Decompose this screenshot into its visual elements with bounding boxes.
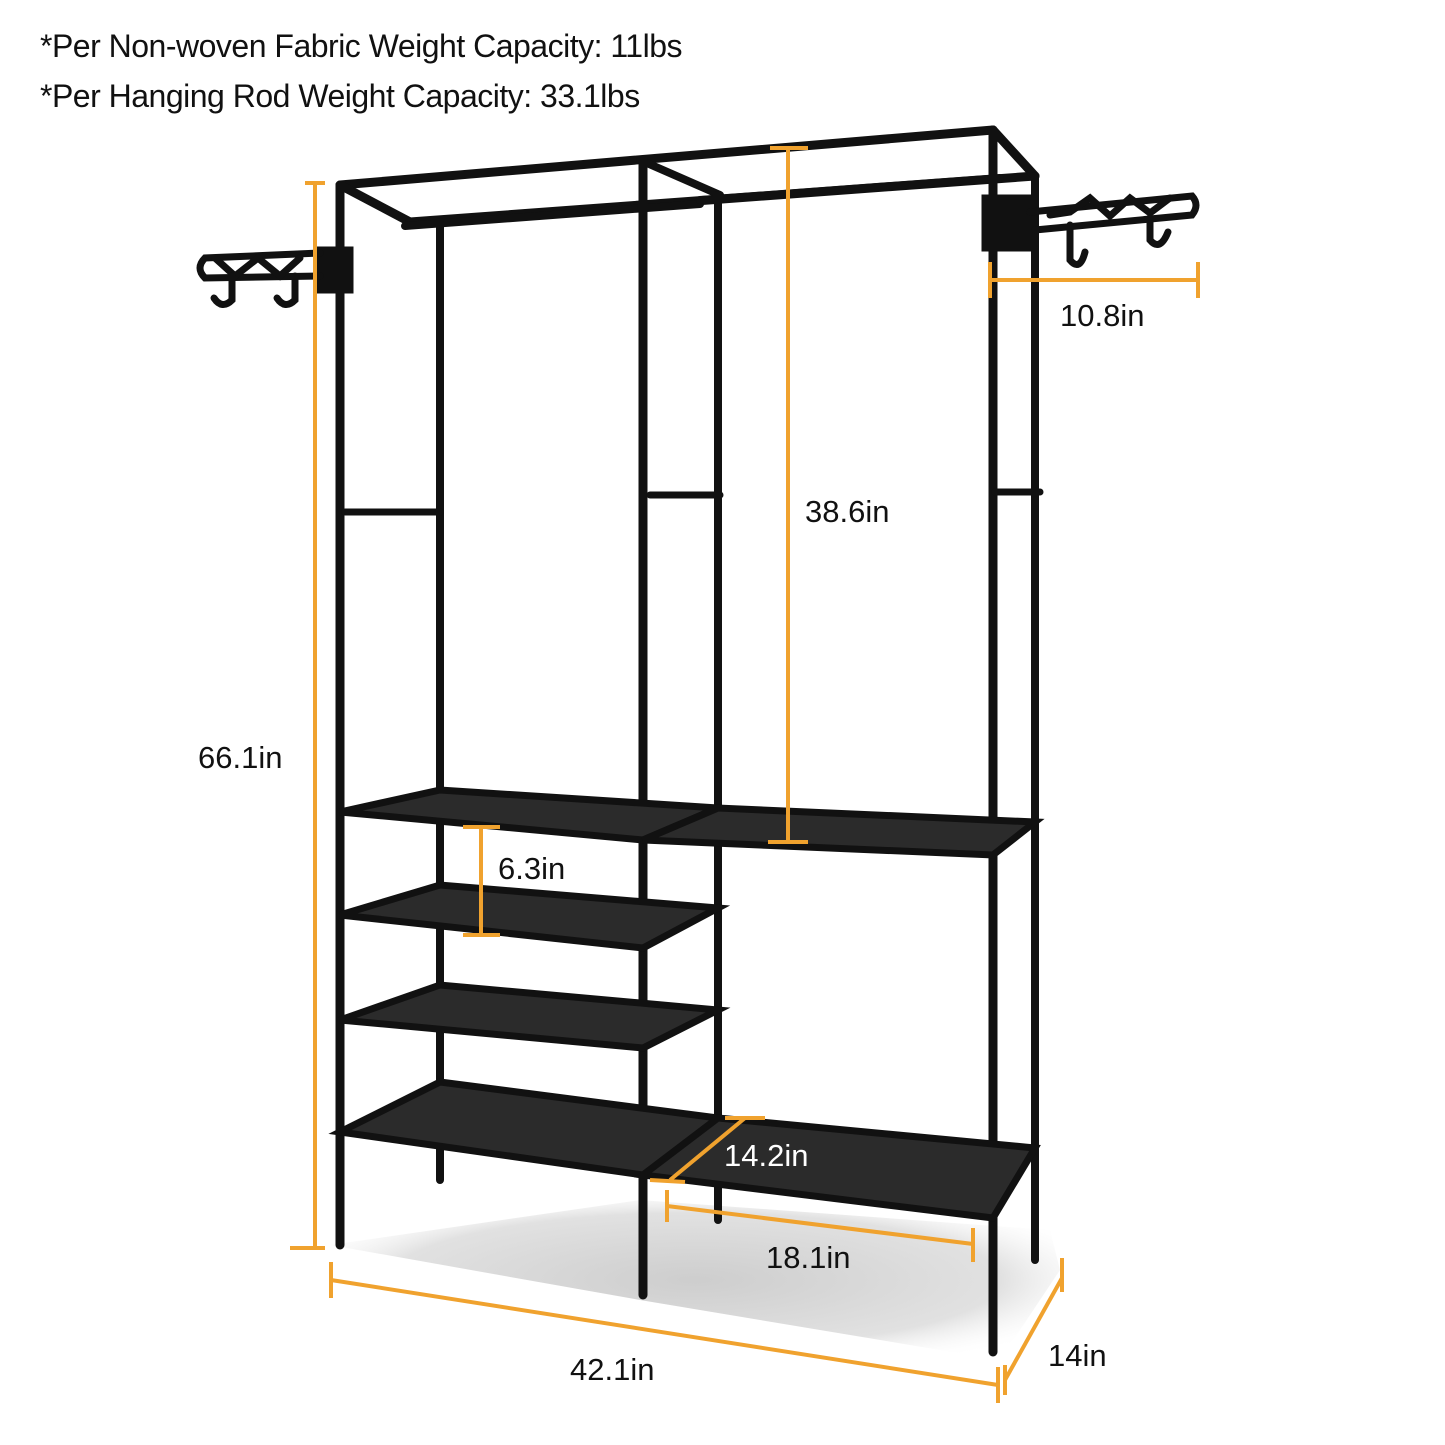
rod-capacity-note: *Per Hanging Rod Weight Capacity: 33.1lb… xyxy=(40,78,640,114)
shelf-spacing-label: 6.3in xyxy=(498,851,566,886)
total-width-label: 42.1in xyxy=(570,1352,655,1387)
side-hook-length-label: 10.8in xyxy=(1060,298,1145,333)
floor-shadow xyxy=(330,1200,1060,1360)
left-side-hook xyxy=(196,246,354,308)
total-height-label: 66.1in xyxy=(198,740,283,775)
fabric-capacity-note: *Per Non-woven Fabric Weight Capacity: 1… xyxy=(40,28,683,64)
right-side-hook xyxy=(981,192,1200,268)
total-depth-label: 14in xyxy=(1048,1338,1107,1373)
hanging-clearance-label: 38.6in xyxy=(805,494,890,529)
rack-frame xyxy=(335,125,1044,1357)
shelf-depth-label: 14.2in xyxy=(724,1138,809,1173)
shelf-width-label: 18.1in xyxy=(766,1240,851,1275)
dimension-lines xyxy=(290,146,1200,1403)
shelves xyxy=(328,786,1045,1222)
